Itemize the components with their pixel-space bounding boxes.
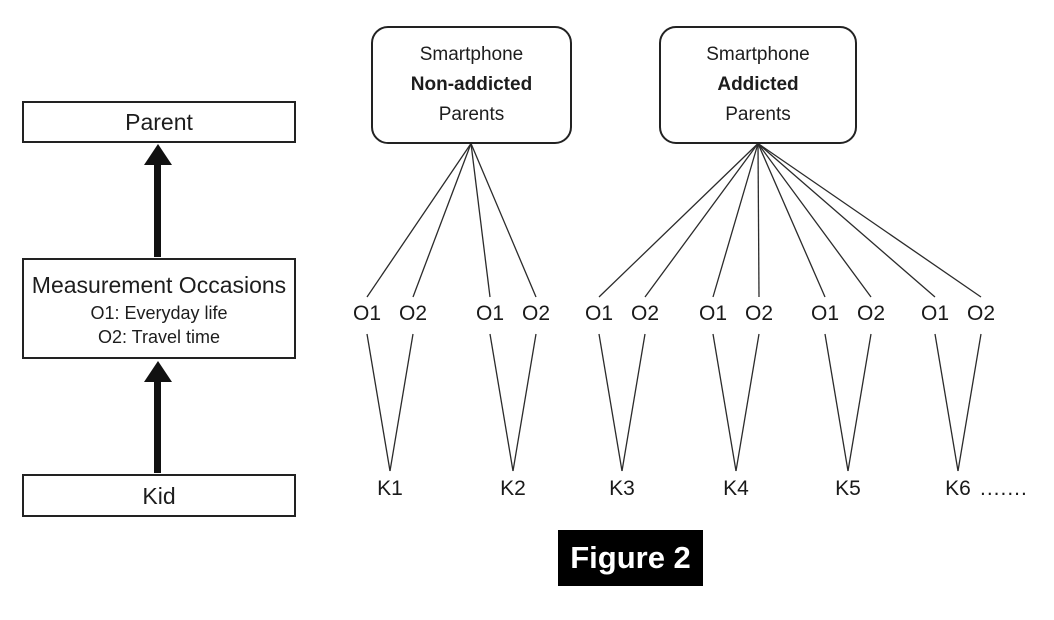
occasions-title: Measurement Occasions	[31, 272, 287, 298]
occasion-label-k5-o2: O2	[856, 302, 886, 325]
occasion-kid-line	[957, 333, 982, 472]
figure-caption: Figure 2	[558, 530, 703, 586]
group-line-2: Addicted	[717, 74, 799, 95]
fan-line	[757, 143, 936, 298]
fan-line	[412, 143, 472, 298]
occasion-kid-line	[621, 333, 646, 472]
occasion-label-k2-o1: O1	[475, 302, 505, 325]
fan-line	[470, 143, 491, 298]
group-line-2: Non-addicted	[410, 74, 533, 95]
occasion-kid-line	[712, 333, 737, 472]
occasion-label-k6-o2: O2	[966, 302, 996, 325]
occasion-kid-line	[512, 333, 537, 472]
occasion-label-k3-o2: O2	[630, 302, 660, 325]
kid-label-k3: K3	[609, 477, 635, 500]
fan-line	[757, 143, 760, 298]
kid-label-k6: K6	[945, 477, 971, 500]
group-line-1: Smartphone	[706, 44, 810, 65]
fan-line	[757, 142, 982, 298]
kid-box: Kid	[22, 474, 296, 517]
occasion-kid-line	[366, 333, 391, 472]
fan-line	[644, 143, 759, 298]
occasion-label-k6-o1: O1	[920, 302, 950, 325]
occasion-kid-line	[389, 333, 414, 472]
occasion-kid-line	[489, 333, 514, 472]
trailing-dots: .......	[980, 477, 1028, 500]
figure-caption-label: Figure 2	[570, 540, 691, 575]
occasion-kid-line	[735, 333, 760, 472]
occasion-kid-line	[934, 333, 959, 472]
fan-line	[598, 143, 759, 298]
fan-line	[757, 143, 826, 298]
occasion-kid-line	[847, 333, 872, 472]
measurement-occasions-box: Measurement Occasions O1: Everyday life …	[22, 258, 296, 359]
group-line-1: Smartphone	[419, 44, 524, 65]
kid-label-k4: K4	[723, 477, 749, 500]
fan-line	[712, 143, 759, 298]
occasion-line-1: O1: Everyday life	[90, 303, 228, 323]
arrow-up-icon	[144, 361, 172, 382]
parent-box-label: Parent	[125, 109, 193, 135]
occasion-label-k4-o2: O2	[744, 302, 774, 325]
occasion-label-k1-o1: O1	[352, 302, 382, 325]
occasion-label-k5-o1: O1	[810, 302, 840, 325]
fan-line	[366, 143, 472, 298]
kid-label-k1: K1	[377, 477, 403, 500]
arrow-shaft	[154, 379, 161, 473]
occasion-label-k4-o1: O1	[698, 302, 728, 325]
kid-label-k5: K5	[835, 477, 861, 500]
group-box-non-addicted: Smartphone Non-addicted Parents	[371, 26, 572, 144]
arrow-shaft	[154, 162, 161, 257]
fan-line	[470, 143, 537, 298]
kid-label-k2: K2	[500, 477, 526, 500]
group-line-3: Parents	[438, 104, 505, 125]
fan-line	[757, 143, 872, 298]
kid-box-label: Kid	[142, 482, 176, 509]
group-line-3: Parents	[725, 104, 791, 125]
occasion-label-k3-o1: O1	[584, 302, 614, 325]
occasion-line-2: O2: Travel time	[97, 327, 221, 347]
arrow-up-icon	[144, 144, 172, 165]
occasion-label-k2-o2: O2	[521, 302, 551, 325]
parent-box: Parent	[22, 101, 296, 143]
occasion-kid-line	[824, 333, 849, 472]
occasion-kid-line	[598, 333, 623, 472]
group-box-addicted: Smartphone Addicted Parents	[659, 26, 857, 144]
occasion-label-k1-o2: O2	[398, 302, 428, 325]
